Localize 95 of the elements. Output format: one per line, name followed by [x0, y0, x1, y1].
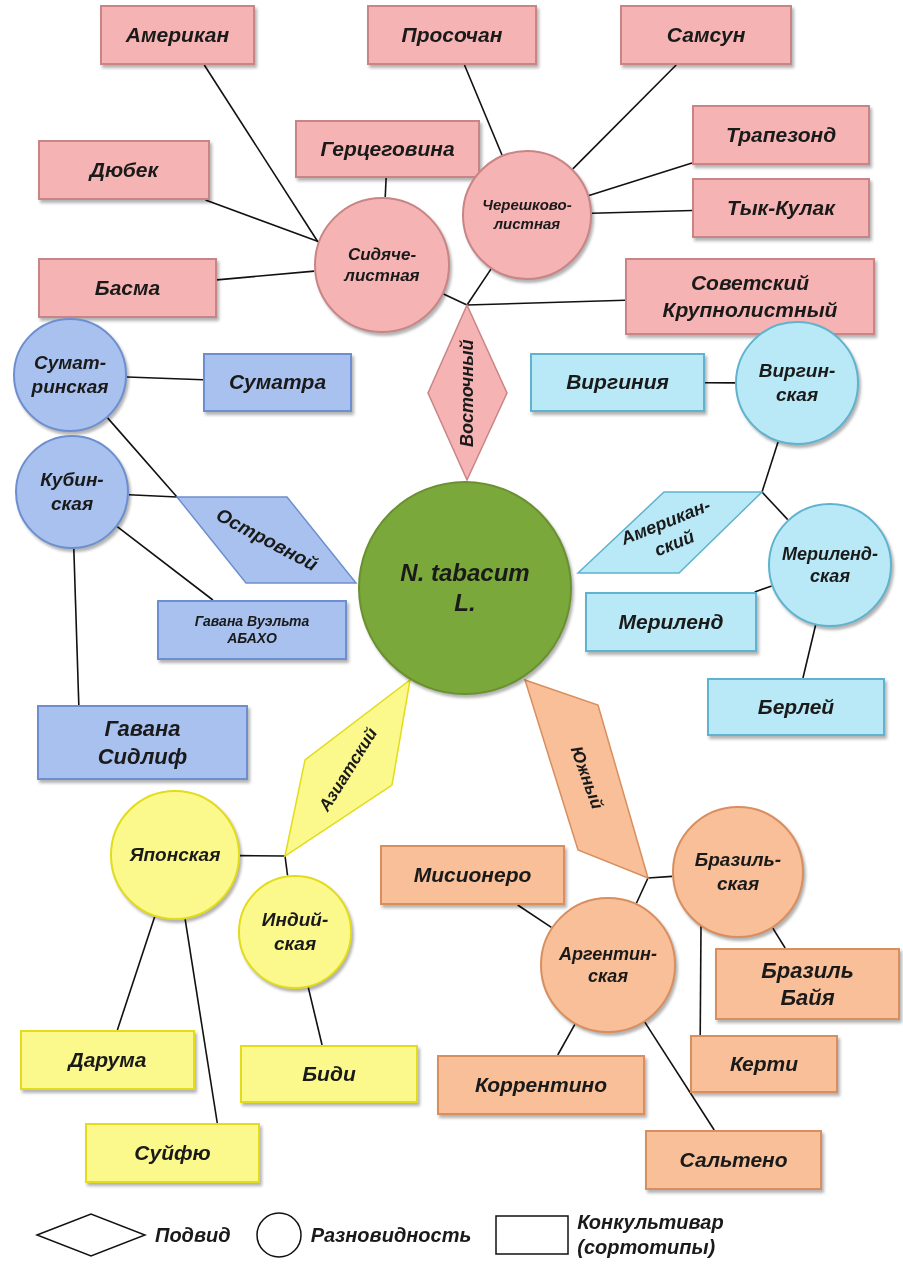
subspecies-label: Восточный [455, 339, 478, 447]
cultivar-label: Трапезонд [725, 121, 837, 148]
cultivar-box [157, 600, 347, 660]
connector-line [466, 268, 492, 306]
cultivar-box [85, 1123, 260, 1183]
variety-label: Бразиль- ская [693, 848, 783, 896]
connector-line [184, 918, 219, 1124]
cultivar-box [295, 120, 480, 178]
legend-label: Конкультивар (сортотипы) [577, 1210, 725, 1260]
cultivar-label: Коррентино [475, 1071, 607, 1098]
cultivar-label: Герцеговина [320, 135, 455, 162]
cultivar-box [690, 1035, 838, 1093]
cultivar-box [692, 105, 870, 165]
variety-label: Японская [129, 843, 221, 867]
cultivar-label: Берлей [757, 693, 835, 720]
cultivar-label: Просочан [401, 21, 503, 48]
variety-label: Виргин- ская [757, 359, 837, 407]
cultivar-label: Сальтено [679, 1146, 788, 1173]
variety-label: Черешково- листная [481, 196, 573, 234]
connector-line [126, 376, 204, 381]
subspecies-diamond [285, 680, 410, 856]
cultivar-label: Гавана Сидлиф [96, 715, 189, 770]
subspecies-diamond [177, 497, 356, 583]
variety-label: Сидяче- листная [342, 243, 421, 287]
connector-line [73, 548, 80, 706]
connector-line [644, 1021, 715, 1131]
cultivar-box [625, 258, 875, 335]
connector-line [516, 904, 553, 929]
cultivar-label: Советский Крупнолистный [661, 270, 839, 323]
cultivar-box [437, 1055, 645, 1115]
cultivar-label: Суйфю [134, 1139, 211, 1166]
cultivar-label: Мисионеро [413, 861, 532, 888]
cultivar-box [707, 678, 885, 736]
cultivar-label: Дюбек [89, 156, 159, 183]
variety-label: Мериленд- ская [781, 542, 879, 588]
cultivar-box [585, 592, 757, 652]
connector-line [203, 64, 319, 243]
connector-line [772, 927, 786, 949]
cultivar-label: Мериленд [618, 608, 724, 635]
variety-label: Кубин- ская [39, 468, 105, 516]
connector-line [591, 209, 693, 214]
connector-line [647, 875, 673, 879]
variety-label: Аргентин- ская [558, 942, 658, 988]
connector-line [116, 525, 214, 601]
connector-line [116, 915, 156, 1031]
connector-line [753, 585, 773, 593]
connector-line [204, 199, 319, 243]
subspecies-diamond [578, 492, 762, 573]
connector-line [216, 270, 316, 281]
connector-line [106, 417, 178, 498]
legend-label: Подвид [155, 1222, 231, 1248]
cultivar-label: Тык-Кулак [727, 194, 835, 221]
variety-label: Индий- ская [260, 908, 330, 956]
cultivar-box [100, 5, 255, 65]
subspecies-diamond [428, 305, 507, 480]
connector-line [761, 491, 789, 521]
cultivar-box [530, 353, 705, 412]
cultivar-label: Американ [125, 21, 230, 48]
connector-line [704, 381, 736, 384]
connector-line [442, 293, 468, 306]
cultivar-box [380, 845, 565, 905]
variety-label: Сумат- ринская [30, 351, 110, 399]
connector-line [463, 64, 503, 156]
cultivar-label: Самсун [666, 21, 746, 48]
cultivar-label: Гавана Вуэльта АБАХО [193, 612, 311, 648]
cultivar-label: Биди [302, 1060, 356, 1087]
connector-line [284, 855, 289, 877]
cultivar-label: Суматра [228, 369, 327, 396]
connector-line [556, 1023, 576, 1056]
connector-line [466, 299, 626, 306]
connector-line [384, 177, 387, 198]
cultivar-box [37, 705, 248, 780]
cultivar-label: Дарума [68, 1046, 147, 1073]
connector-line [635, 877, 649, 904]
cultivar-box [38, 258, 217, 318]
connector-line [699, 925, 702, 1036]
legend-label: Разновидность [310, 1222, 472, 1248]
cultivar-box [203, 353, 352, 412]
cultivar-label: Виргиния [566, 369, 669, 396]
cultivar-box [367, 5, 537, 65]
cultivar-box [620, 5, 792, 65]
cultivar-box [692, 178, 870, 238]
cultivar-box [20, 1030, 195, 1090]
connector-line [239, 854, 286, 857]
cultivar-label: Бразиль Байя [760, 956, 855, 1012]
cultivar-label: Керти [729, 1050, 799, 1077]
variety-label: N. tabacum L. [399, 558, 531, 618]
cultivar-box [715, 948, 900, 1020]
cultivar-box [38, 140, 210, 200]
connector-line [572, 64, 677, 170]
connector-line [588, 162, 693, 197]
cultivar-box [240, 1045, 418, 1103]
cultivar-label: Басма [94, 274, 161, 301]
connector-line [128, 493, 178, 498]
cultivar-box [645, 1130, 822, 1190]
